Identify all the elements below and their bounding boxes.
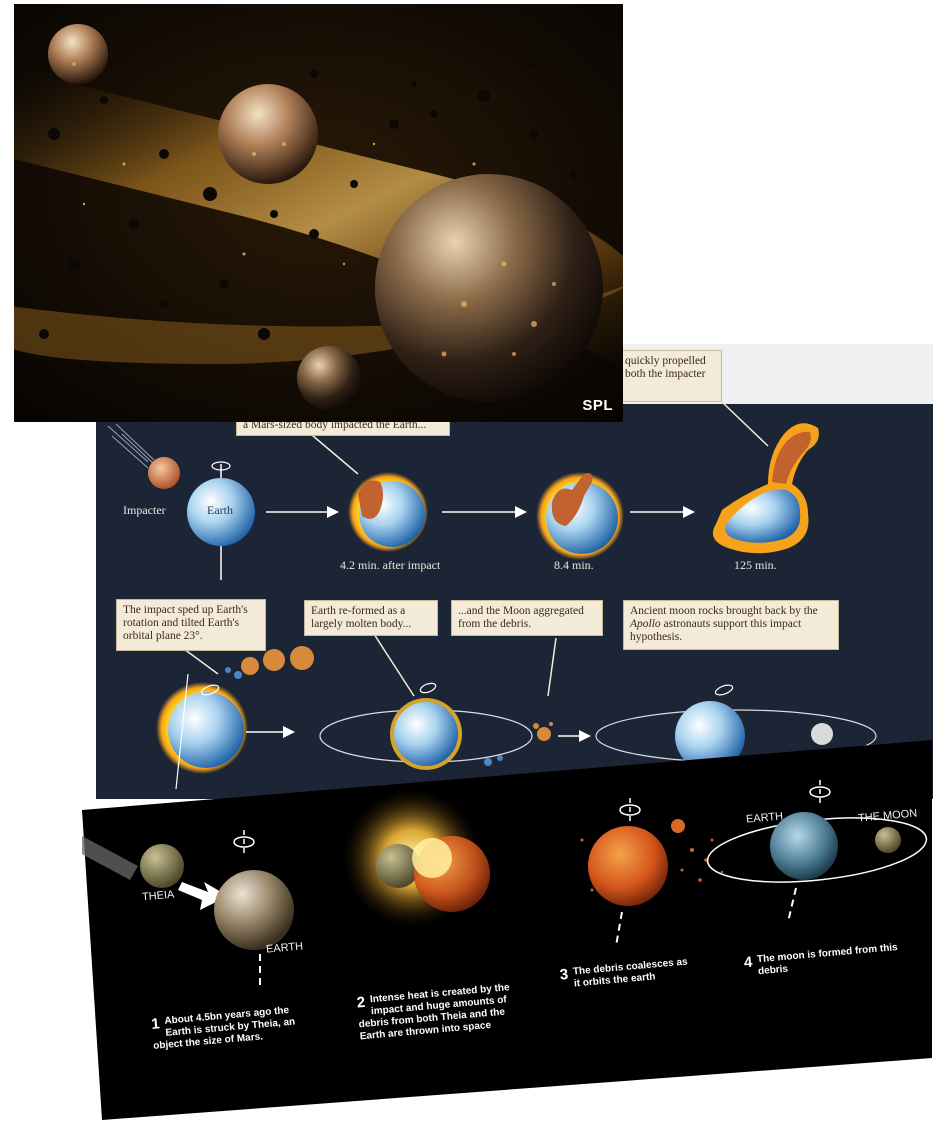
- large-planet: [375, 174, 603, 402]
- callout-text: The impact sped up Earth's rotation and …: [123, 604, 248, 642]
- planetary-formation-illustration: SPL: [14, 4, 623, 422]
- near-planet: [297, 346, 361, 410]
- label-125-min: 125 min.: [734, 558, 777, 573]
- step-number: 4: [743, 955, 753, 972]
- label-earth: Earth: [207, 503, 233, 518]
- callout-apollo-rocks: Ancient moon rocks brought back by the A…: [623, 600, 839, 650]
- illustration-artwork: [14, 4, 623, 422]
- callout-earth-reformed: Earth re-formed as a largely molten body…: [304, 600, 438, 636]
- steps-artwork: [82, 740, 932, 1120]
- callout-impact-rotation: The impact sped up Earth's rotation and …: [116, 599, 266, 651]
- impacter-body: [148, 457, 180, 489]
- label-impacter: Impacter: [123, 503, 166, 518]
- callout-text: quickly propelled: [625, 355, 706, 367]
- step-number: 3: [559, 967, 569, 984]
- medium-planet: [218, 84, 318, 184]
- callout-text: Ancient moon rocks brought back by the: [630, 605, 818, 617]
- label-4-2-min: 4.2 min. after impact: [340, 558, 440, 573]
- giant-impact-steps-panel: THEIA EARTH EARTH THE MOON 1 About 4.5bn…: [82, 740, 932, 1120]
- image-credit: SPL: [582, 397, 613, 414]
- earth-step-1: [214, 870, 294, 950]
- step-number: 2: [356, 995, 366, 1012]
- callout-text: ...and the Moon aggregated from the debr…: [458, 605, 584, 630]
- callout-text-italic: Apollo: [630, 618, 661, 630]
- step-number: 1: [151, 1016, 161, 1033]
- theia-body: [140, 844, 184, 888]
- label-8-4-min: 8.4 min.: [554, 558, 594, 573]
- callout-text: Earth re-formed as a largely molten body…: [311, 605, 411, 630]
- molten-earth-step-3: [588, 826, 668, 906]
- moon-body: [875, 827, 901, 853]
- small-planet: [48, 24, 108, 84]
- callout-text: both the impacter: [625, 368, 705, 380]
- callout-moon-aggregated: ...and the Moon aggregated from the debr…: [451, 600, 603, 636]
- callout-propelled: quickly propelledboth the impacter: [618, 350, 722, 402]
